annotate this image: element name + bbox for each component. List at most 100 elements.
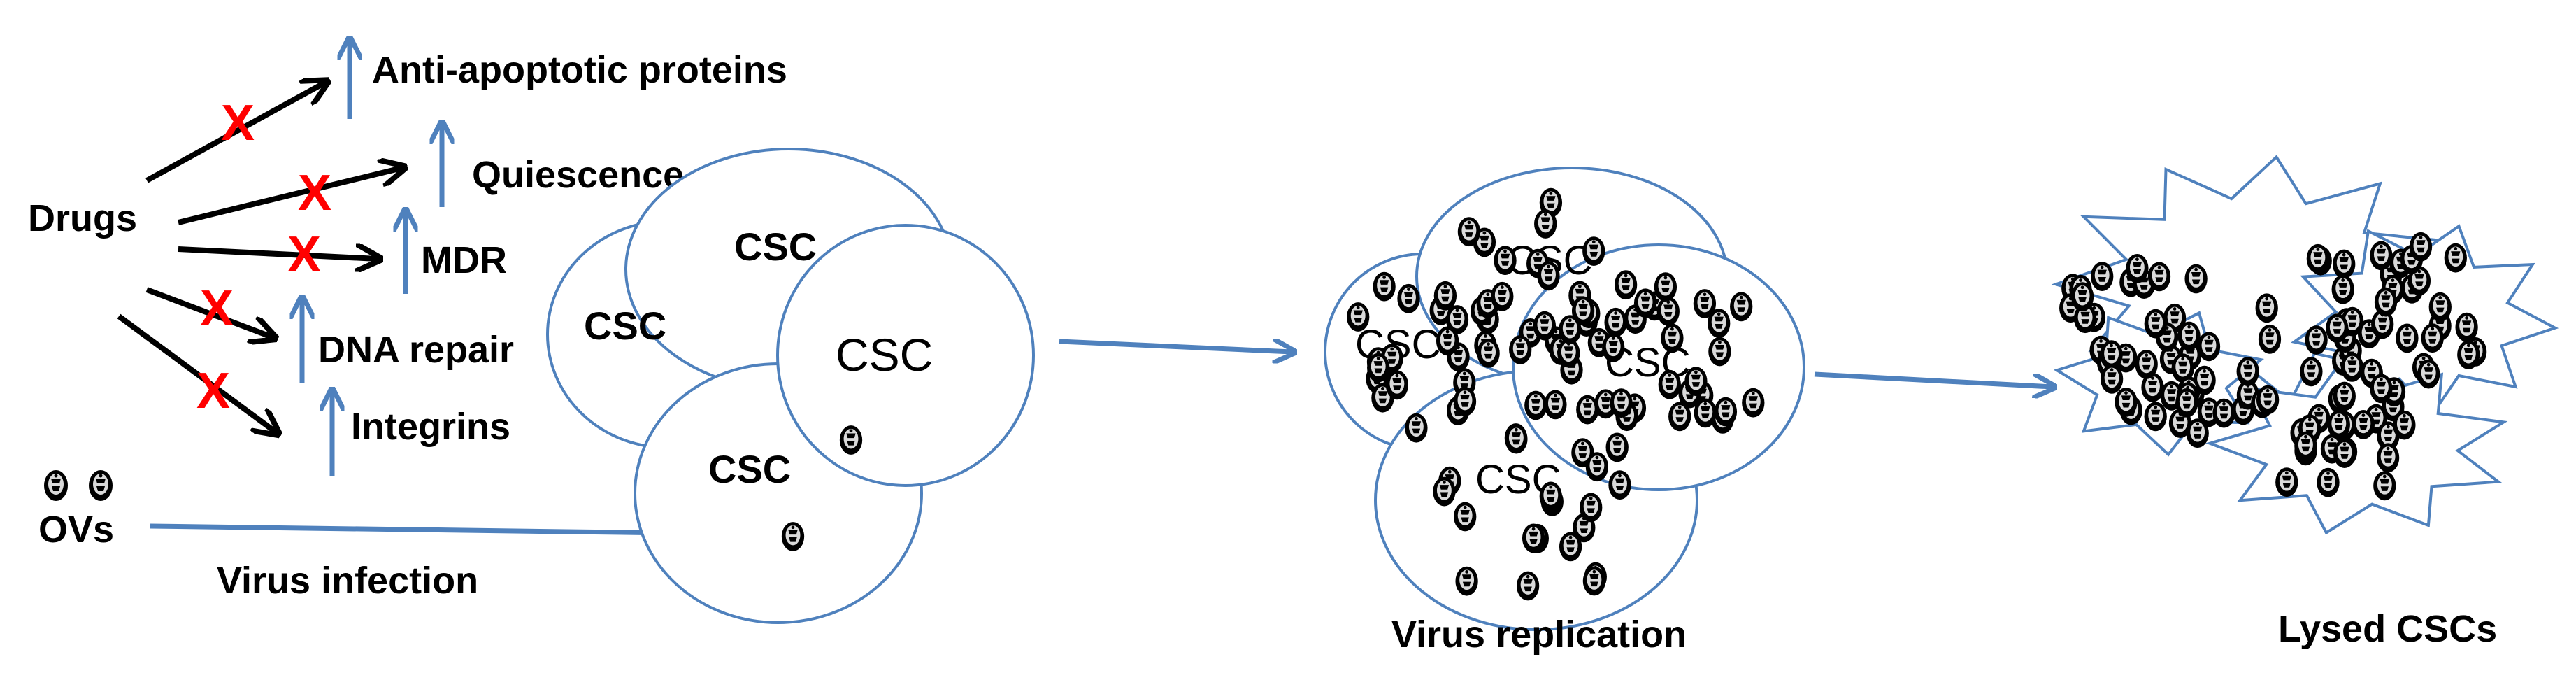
virus-particle-icon	[2197, 332, 2221, 362]
virus-particle-icon	[1397, 283, 1420, 313]
virus-particle-icon	[1684, 367, 1708, 397]
virus-particle-icon	[1494, 246, 1517, 276]
virus-particle-icon	[2100, 364, 2124, 394]
virus-particle-icon	[1633, 288, 1657, 318]
virus-particle-icon	[1491, 281, 1514, 311]
virus-particle-icon	[1668, 402, 1691, 432]
block-mark-dna-repair: X	[200, 281, 234, 337]
virus-particle-icon	[2428, 292, 2452, 322]
virus-particle-icon	[1405, 413, 1428, 443]
virus-particle-icon	[2327, 410, 2350, 439]
virus-particle-icon	[2331, 274, 2354, 304]
block-mark-integrins: X	[196, 363, 230, 419]
virus-particle-icon	[839, 425, 863, 455]
virus-particle-icon	[1533, 311, 1557, 341]
virus-particle-icon	[2317, 467, 2340, 497]
csc-cell-right	[776, 224, 1035, 487]
virus-particle-icon	[2236, 357, 2259, 386]
virus-particle-icon	[2444, 243, 2467, 273]
virus-particle-icon	[1385, 370, 1409, 400]
drug-arrow-anti-apoptotic	[145, 83, 325, 183]
drug-arrow-mdr	[178, 249, 378, 259]
virus-particle-icon	[1608, 470, 1631, 500]
virus-particle-icon	[1605, 432, 1629, 462]
virus-particle-icon	[2455, 312, 2478, 342]
csc-cluster: CSC CSC CSC CSC	[546, 148, 1035, 624]
virus-particle-icon	[1436, 326, 1459, 356]
virus-particle-icon	[2147, 262, 2171, 292]
virus-particle-icon	[2144, 309, 2167, 339]
drug-arrow-integrins	[117, 313, 276, 432]
virus-particle-icon	[2300, 357, 2323, 387]
virus-particle-icon	[1347, 302, 1370, 332]
virus-particle-icon	[1580, 493, 1603, 523]
virus-particle-icon	[1708, 337, 1731, 367]
virus-particle-icon	[2305, 325, 2328, 355]
virus-infection-label: Virus infection	[217, 560, 478, 602]
virus-particle-icon	[2126, 254, 2149, 283]
virus-infection-arrow	[150, 526, 671, 533]
virus-particle-icon	[1454, 502, 1477, 532]
virus-particle-icon	[2326, 313, 2349, 344]
virus-particle-icon	[1559, 532, 1582, 562]
virus-particle-icon	[2373, 471, 2396, 501]
virus-particle-icon	[2393, 410, 2416, 440]
virus-particle-icon	[1457, 217, 1481, 247]
block-mark-anti-apoptotic: X	[221, 95, 255, 151]
block-mark-mdr: X	[287, 227, 321, 283]
virus-particle-icon	[44, 470, 68, 501]
virus-particle-icon	[2256, 385, 2280, 415]
block-mark-quiescence: X	[298, 165, 331, 221]
csc-label-bottom: CSC	[708, 447, 791, 491]
virus-particle-icon	[1602, 332, 1625, 362]
virus-particle-icon	[1544, 390, 1567, 420]
virus-particle-icon	[1604, 307, 1627, 337]
drug-arrow-dna-repair	[145, 287, 273, 337]
virus-particle-icon	[1373, 271, 1396, 302]
virus-replication-caption: Virus replication	[1391, 614, 1687, 656]
virus-particle-icon	[1693, 289, 1717, 318]
virus-particle-icon	[1433, 476, 1456, 507]
virus-particle-icon	[1658, 369, 1681, 399]
csc-label-left: CSC	[584, 304, 666, 348]
virus-particle-icon	[2374, 287, 2398, 317]
virus-particle-icon	[1455, 566, 1478, 596]
virus-particle-icon	[2070, 282, 2094, 311]
drugs-label: Drugs	[28, 197, 137, 239]
virus-particle-icon	[2333, 249, 2356, 279]
virus-particle-icon	[2186, 418, 2209, 448]
ovs-label: OVs	[38, 509, 114, 551]
virus-particle-icon	[1509, 335, 1532, 364]
virus-particle-icon	[2417, 359, 2440, 389]
virus-particle-icon	[1453, 387, 1477, 416]
virus-particle-icon	[1522, 523, 1545, 553]
virus-particle-icon	[1534, 209, 1557, 239]
target-label-mdr: MDR	[421, 239, 507, 281]
virus-particle-icon	[2258, 324, 2282, 354]
virus-particle-icon	[89, 470, 113, 501]
virus-particle-icon	[1571, 296, 1595, 326]
arrow-to-lysis	[1814, 371, 2052, 387]
virus-particle-icon	[2340, 353, 2363, 382]
lysed-cscs-caption: Lysed CSCs	[2278, 608, 2497, 650]
csc-label-right: CSC	[836, 329, 933, 381]
virus-particle-icon	[2091, 262, 2114, 291]
virus-particle-icon	[1730, 292, 1753, 322]
virus-particle-icon	[781, 522, 805, 551]
virus-particle-icon	[2294, 431, 2317, 461]
lysed-cluster	[2051, 155, 2559, 535]
replication-cluster: CSC CSC CSC CSC	[1324, 167, 1805, 631]
virus-particle-icon	[1661, 323, 1684, 353]
virus-particle-icon	[1477, 339, 1500, 368]
arrow-to-replication	[1059, 341, 1292, 352]
virus-particle-icon	[2421, 323, 2444, 353]
virus-particle-icon	[1742, 388, 1765, 418]
virus-particle-icon	[2212, 398, 2235, 428]
virus-particle-icon	[1433, 281, 1457, 311]
virus-particle-icon	[1585, 452, 1609, 482]
virus-particle-icon	[1614, 270, 1638, 300]
target-label-quiescence: Quiescence	[472, 154, 684, 196]
virus-particle-icon	[1694, 398, 1717, 428]
